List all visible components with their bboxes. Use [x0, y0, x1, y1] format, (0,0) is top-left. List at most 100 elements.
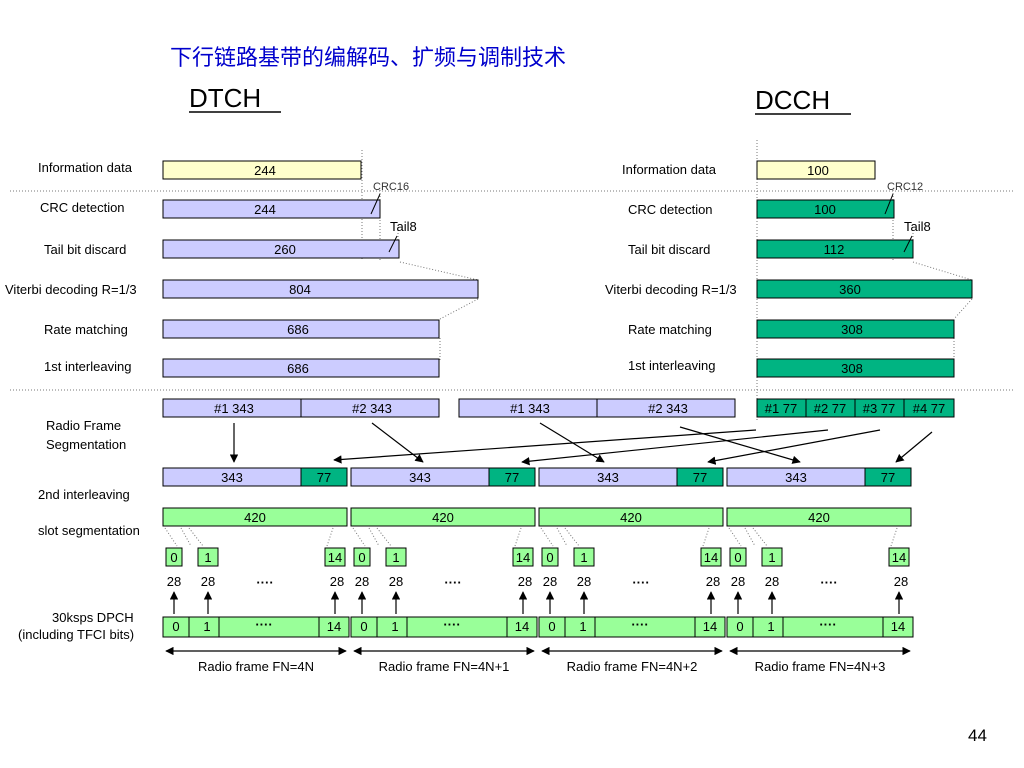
label-radio-frame: Radio Frame [46, 418, 121, 433]
dcch-tail-box [756, 239, 914, 259]
frame-dtch-value: 343 [785, 470, 807, 485]
dcch-viterbi-value: 360 [839, 282, 861, 297]
dpch-slot-label-1: 1 [391, 619, 398, 634]
slot-box-0 [165, 547, 183, 567]
slot-ellipsis: ···· [820, 575, 837, 590]
dcch-chain [756, 160, 973, 418]
slot-bits-14: 28 [330, 574, 344, 589]
dtch-seg2-label: #2 343 [352, 401, 392, 416]
dpch-slot-label-1: 1 [203, 619, 210, 634]
slot-box-1 [197, 547, 219, 567]
dcch-rate-box [756, 319, 955, 339]
slot-bits-14: 28 [518, 574, 532, 589]
slot-leader [702, 527, 710, 547]
dcch-label-first-interleaving: 1st interleaving [628, 358, 715, 373]
frame-dcch-box [864, 467, 912, 487]
dpch-slot-label-0: 0 [548, 619, 555, 634]
dtch-interleave-value: 686 [287, 361, 309, 376]
slot-box-14 [512, 547, 534, 567]
dtch-crc-note: CRC16 [373, 181, 409, 193]
frame-dtch-value: 343 [597, 470, 619, 485]
frame-dcch-value: 77 [317, 470, 331, 485]
dtch-seg1-label: #1 343 [214, 401, 254, 416]
slot-bits-0: 28 [543, 574, 557, 589]
dcch-label-tail-bit-discard: Tail bit discard [628, 242, 710, 257]
slot-leader [514, 527, 522, 547]
dcch-viterbi-box [756, 279, 973, 299]
dtch-header: DTCH [189, 83, 261, 113]
slot-bits-0: 28 [355, 574, 369, 589]
dcch-crc-box [756, 199, 895, 219]
arrow-dtch4-to-frame4 [679, 426, 801, 464]
slot-box-14 [700, 547, 722, 567]
slot-leader [540, 527, 554, 547]
frame-dtch-value: 343 [221, 470, 243, 485]
frame-slot-value: 420 [808, 510, 830, 525]
slot-label-14: 14 [704, 550, 718, 565]
dtch-tail-note: Tail8 [390, 219, 417, 234]
label-crc-detection: CRC detection [40, 200, 125, 215]
dtch-seg2-box [300, 398, 440, 418]
dtch-interleave-box [162, 358, 440, 378]
radio-frame-label: Radio frame FN=4N+2 [567, 659, 698, 674]
arrow-dcch2-to-frame2 [521, 429, 829, 466]
dtch-tail-box [162, 239, 400, 259]
dcch-tail-note: Tail8 [904, 219, 931, 234]
arrow-dcch1-to-frame1 [333, 429, 757, 464]
page-number: 44 [968, 726, 987, 745]
frame-dtch-value: 343 [409, 470, 431, 485]
dtch-row-labels: Information data CRC detection Tail bit … [5, 160, 140, 642]
slot-box-1 [385, 547, 407, 567]
dtch-viterbi-value: 804 [289, 282, 311, 297]
label-information-data: Information data [38, 160, 133, 175]
slot-leader [752, 527, 768, 547]
frame-slot-value: 420 [432, 510, 454, 525]
dpch-frame-box [162, 616, 350, 638]
slot-bits-1: 28 [201, 574, 215, 589]
slot-box-0 [353, 547, 371, 567]
slide-title: 下行链路基带的编解码、扩频与调制技术 [170, 46, 566, 71]
slot-bits-0: 28 [731, 574, 745, 589]
slot-leader [368, 527, 380, 547]
slot-leader [556, 527, 568, 547]
slot-bits-14: 28 [894, 574, 908, 589]
dtch-viterbi-box [162, 279, 479, 299]
dcch-seg-label-1: #1 77 [765, 401, 798, 416]
slot-bits-1: 28 [389, 574, 403, 589]
slot-box-1 [573, 547, 595, 567]
dpch-frame-box [538, 616, 726, 638]
dpch-slot-label-14: 14 [327, 619, 341, 634]
label-rate-matching: Rate matching [44, 322, 128, 337]
dcch-interleave-value: 308 [841, 361, 863, 376]
dpch-slot-ellipsis: ···· [443, 617, 460, 632]
slot-box-0 [729, 547, 747, 567]
frame-slot-box [538, 507, 724, 527]
segmentation-arrows [229, 422, 933, 466]
label-dpch: 30ksps DPCH [52, 610, 134, 625]
dtch2-seg1-label: #1 343 [510, 401, 550, 416]
slot-leader [890, 527, 898, 547]
dpch-slot-label-14: 14 [891, 619, 905, 634]
slot-leader [728, 527, 742, 547]
dcch-seg-box-4 [903, 398, 955, 418]
dpch-slot-label-14: 14 [515, 619, 529, 634]
slot-bits-0: 28 [167, 574, 181, 589]
slot-label-1: 1 [768, 550, 775, 565]
dcch-label-viterbi: Viterbi decoding R=1/3 [605, 282, 737, 297]
slot-label-0: 0 [358, 550, 365, 565]
dcch-label-rate-matching: Rate matching [628, 322, 712, 337]
slot-label-1: 1 [580, 550, 587, 565]
dpch-slot-label-1: 1 [767, 619, 774, 634]
slot-label-14: 14 [328, 550, 342, 565]
label-segmentation: Segmentation [46, 437, 126, 452]
dcch-note-leaders [884, 193, 913, 253]
slot-leader [188, 527, 204, 547]
dtch-info-value: 244 [254, 163, 276, 178]
frame-slot-box [350, 507, 536, 527]
radio-frame-label: Radio frame FN=4N+1 [379, 659, 510, 674]
frame-slot-value: 420 [620, 510, 642, 525]
dpch-slot-label-0: 0 [736, 619, 743, 634]
dcch-info-box [756, 160, 876, 180]
